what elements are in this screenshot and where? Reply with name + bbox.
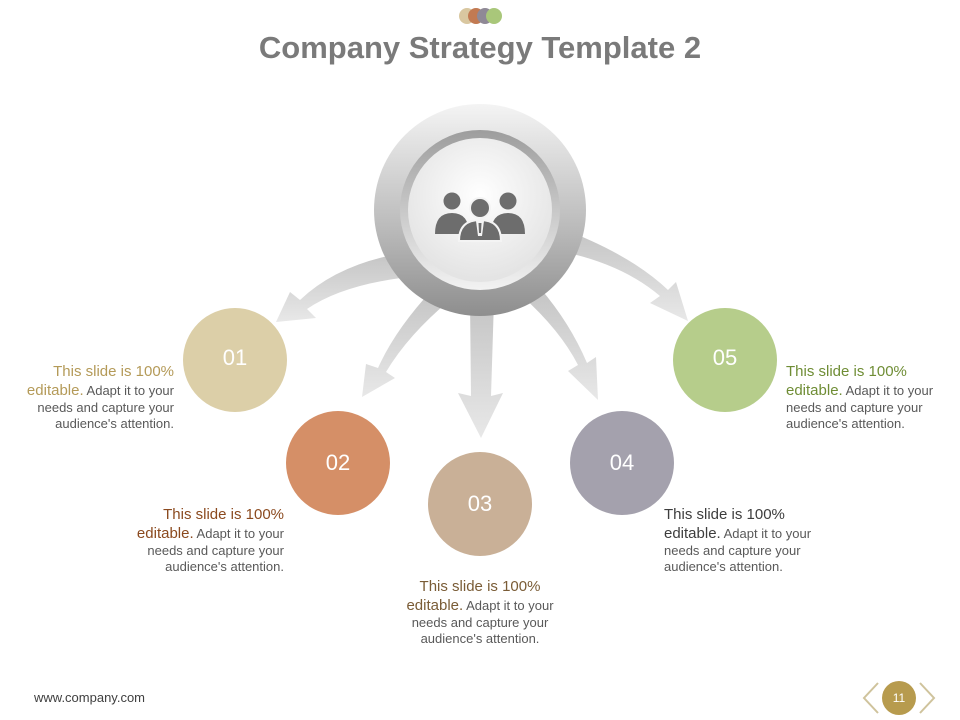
text-04-body: Adapt it to your <box>723 526 812 541</box>
arrow-to-04 <box>522 288 598 400</box>
footer-url: www.company.com <box>34 690 146 705</box>
text-block-02: This slide is 100% editable. Adapt it to… <box>118 505 284 575</box>
text-05-head2: editable. <box>786 382 843 399</box>
circle-02-number: 02 <box>325 450 351 475</box>
circle-05 <box>673 308 777 412</box>
text-04-body2: needs and capture your <box>664 543 801 558</box>
text-block-04: This slide is 100% editable. Adapt it to… <box>664 505 834 575</box>
text-03-body2: needs and capture your <box>411 615 549 630</box>
text-block-01: This slide is 100% editable. Adapt it to… <box>10 362 174 432</box>
text-03-body3: audience's attention. <box>420 631 540 646</box>
text-05-head: This slide is 100% <box>786 363 907 380</box>
chevron-left-icon <box>862 682 879 714</box>
chevron-right-icon <box>919 682 936 714</box>
text-01-body2: needs and capture your <box>37 400 174 415</box>
text-02-head: This slide is 100% <box>163 506 284 523</box>
text-02-body2: needs and capture your <box>147 543 284 558</box>
text-block-05: This slide is 100% editable. Adapt it to… <box>786 362 952 432</box>
arrow-to-05 <box>554 228 688 321</box>
text-05-body: Adapt it to your <box>845 383 934 398</box>
circle-01 <box>183 308 287 412</box>
page-title: Company Strategy Template 2 <box>258 30 702 65</box>
page-number: 11 <box>882 681 916 715</box>
text-03-head: This slide is 100% <box>419 578 541 595</box>
text-05-body2: needs and capture your <box>786 400 923 415</box>
circle-02 <box>286 411 390 515</box>
text-01-head2: editable. <box>26 382 84 399</box>
business-team-icon <box>435 192 525 242</box>
text-05-body3: audience's attention. <box>786 416 905 431</box>
circle-04-number: 04 <box>609 450 635 475</box>
arrow-to-02 <box>362 290 450 397</box>
arrow-to-01 <box>276 252 418 322</box>
arrow-to-03 <box>458 300 503 438</box>
page-number-badge: 11 <box>860 680 940 716</box>
circle-04 <box>570 411 674 515</box>
text-04-head2: editable. <box>664 525 721 542</box>
decorative-dots <box>459 8 503 24</box>
text-04-body3: audience's attention. <box>664 559 783 574</box>
text-02-body3: audience's attention. <box>165 559 284 574</box>
text-01-body3: audience's attention. <box>55 416 174 431</box>
text-01-head: This slide is 100% <box>53 363 174 380</box>
circle-03-number: 03 <box>467 491 493 516</box>
circle-03 <box>428 452 532 556</box>
text-block-03: This slide is 100% editable. Adapt it to… <box>396 577 564 647</box>
text-01-body: Adapt it to your <box>86 383 174 398</box>
circle-01-number: 01 <box>222 345 248 370</box>
text-03-head2: editable. <box>406 597 464 614</box>
text-03-body: Adapt it to your <box>466 598 554 613</box>
circle-05-number: 05 <box>712 345 738 370</box>
text-04-head: This slide is 100% <box>664 506 785 523</box>
dot-green <box>486 8 502 24</box>
text-02-head2: editable. <box>136 525 194 542</box>
text-02-body: Adapt it to your <box>196 526 284 541</box>
